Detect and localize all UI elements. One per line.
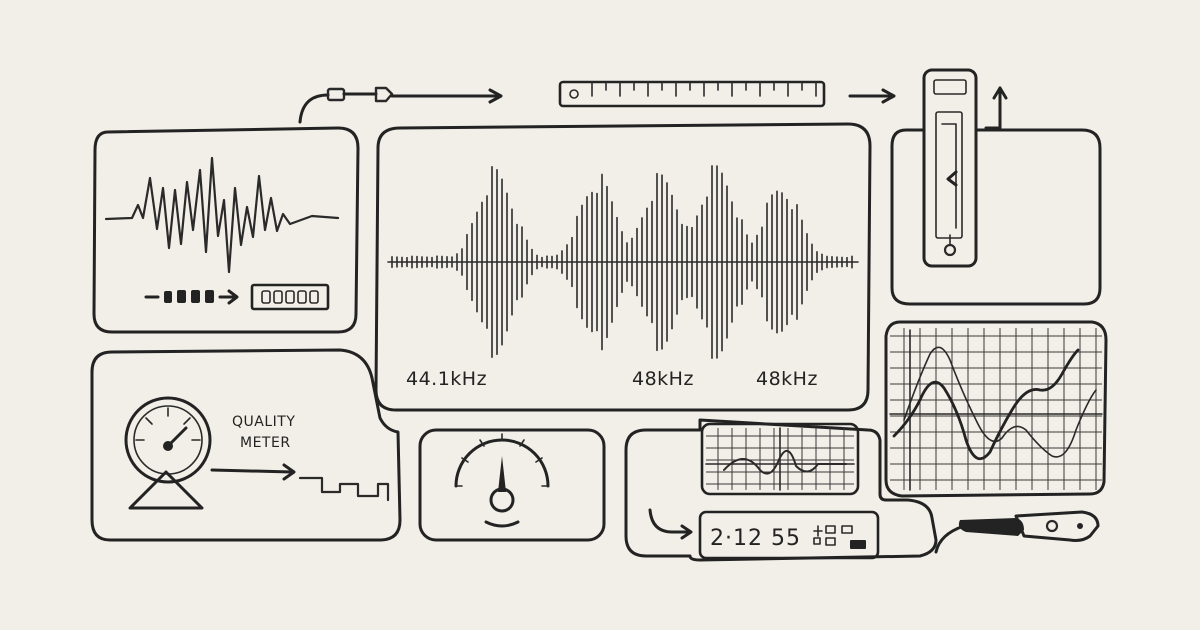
waveform-preview-panel (92, 126, 360, 334)
readout-digits: 2·12 55 (710, 526, 801, 551)
freq-label-48-b: 48kHz (756, 368, 818, 390)
dial-panel (418, 428, 606, 542)
sample-bars (387, 165, 859, 359)
battery-icon (250, 283, 330, 311)
usb-stick-icon (934, 510, 1100, 554)
slider-fader-icon (922, 68, 978, 268)
small-scope (700, 422, 860, 496)
dial-meter-icon (454, 433, 550, 528)
gauge-icon (124, 396, 212, 510)
quality-meter-panel: QUALITY METER (90, 348, 402, 542)
quality-label: QUALITY (232, 414, 295, 430)
progress-dots (144, 289, 239, 305)
ruler-icon (558, 80, 826, 108)
oscilloscope-panel (884, 320, 1108, 498)
readout-display: 2·12 55 (698, 510, 880, 560)
arrow-curve (648, 508, 693, 540)
scope-readout-panel: 2·12 55 (624, 418, 938, 562)
freq-label-48-a: 48kHz (632, 368, 694, 390)
cable-connector-icon (298, 86, 503, 124)
scope-trace-thin (903, 346, 1097, 458)
scope-trace-thick (892, 348, 1080, 461)
square-wave (298, 476, 390, 502)
freq-label-44-1: 44.1kHz (406, 368, 487, 390)
fader-panel (890, 68, 1102, 306)
waveform-trace (104, 156, 340, 274)
meter-label: METER (240, 435, 291, 451)
main-waveform-panel: 44.1kHz 48kHz 48kHz (374, 122, 872, 412)
arrow-right (848, 88, 896, 104)
signal-arrow (210, 463, 296, 481)
